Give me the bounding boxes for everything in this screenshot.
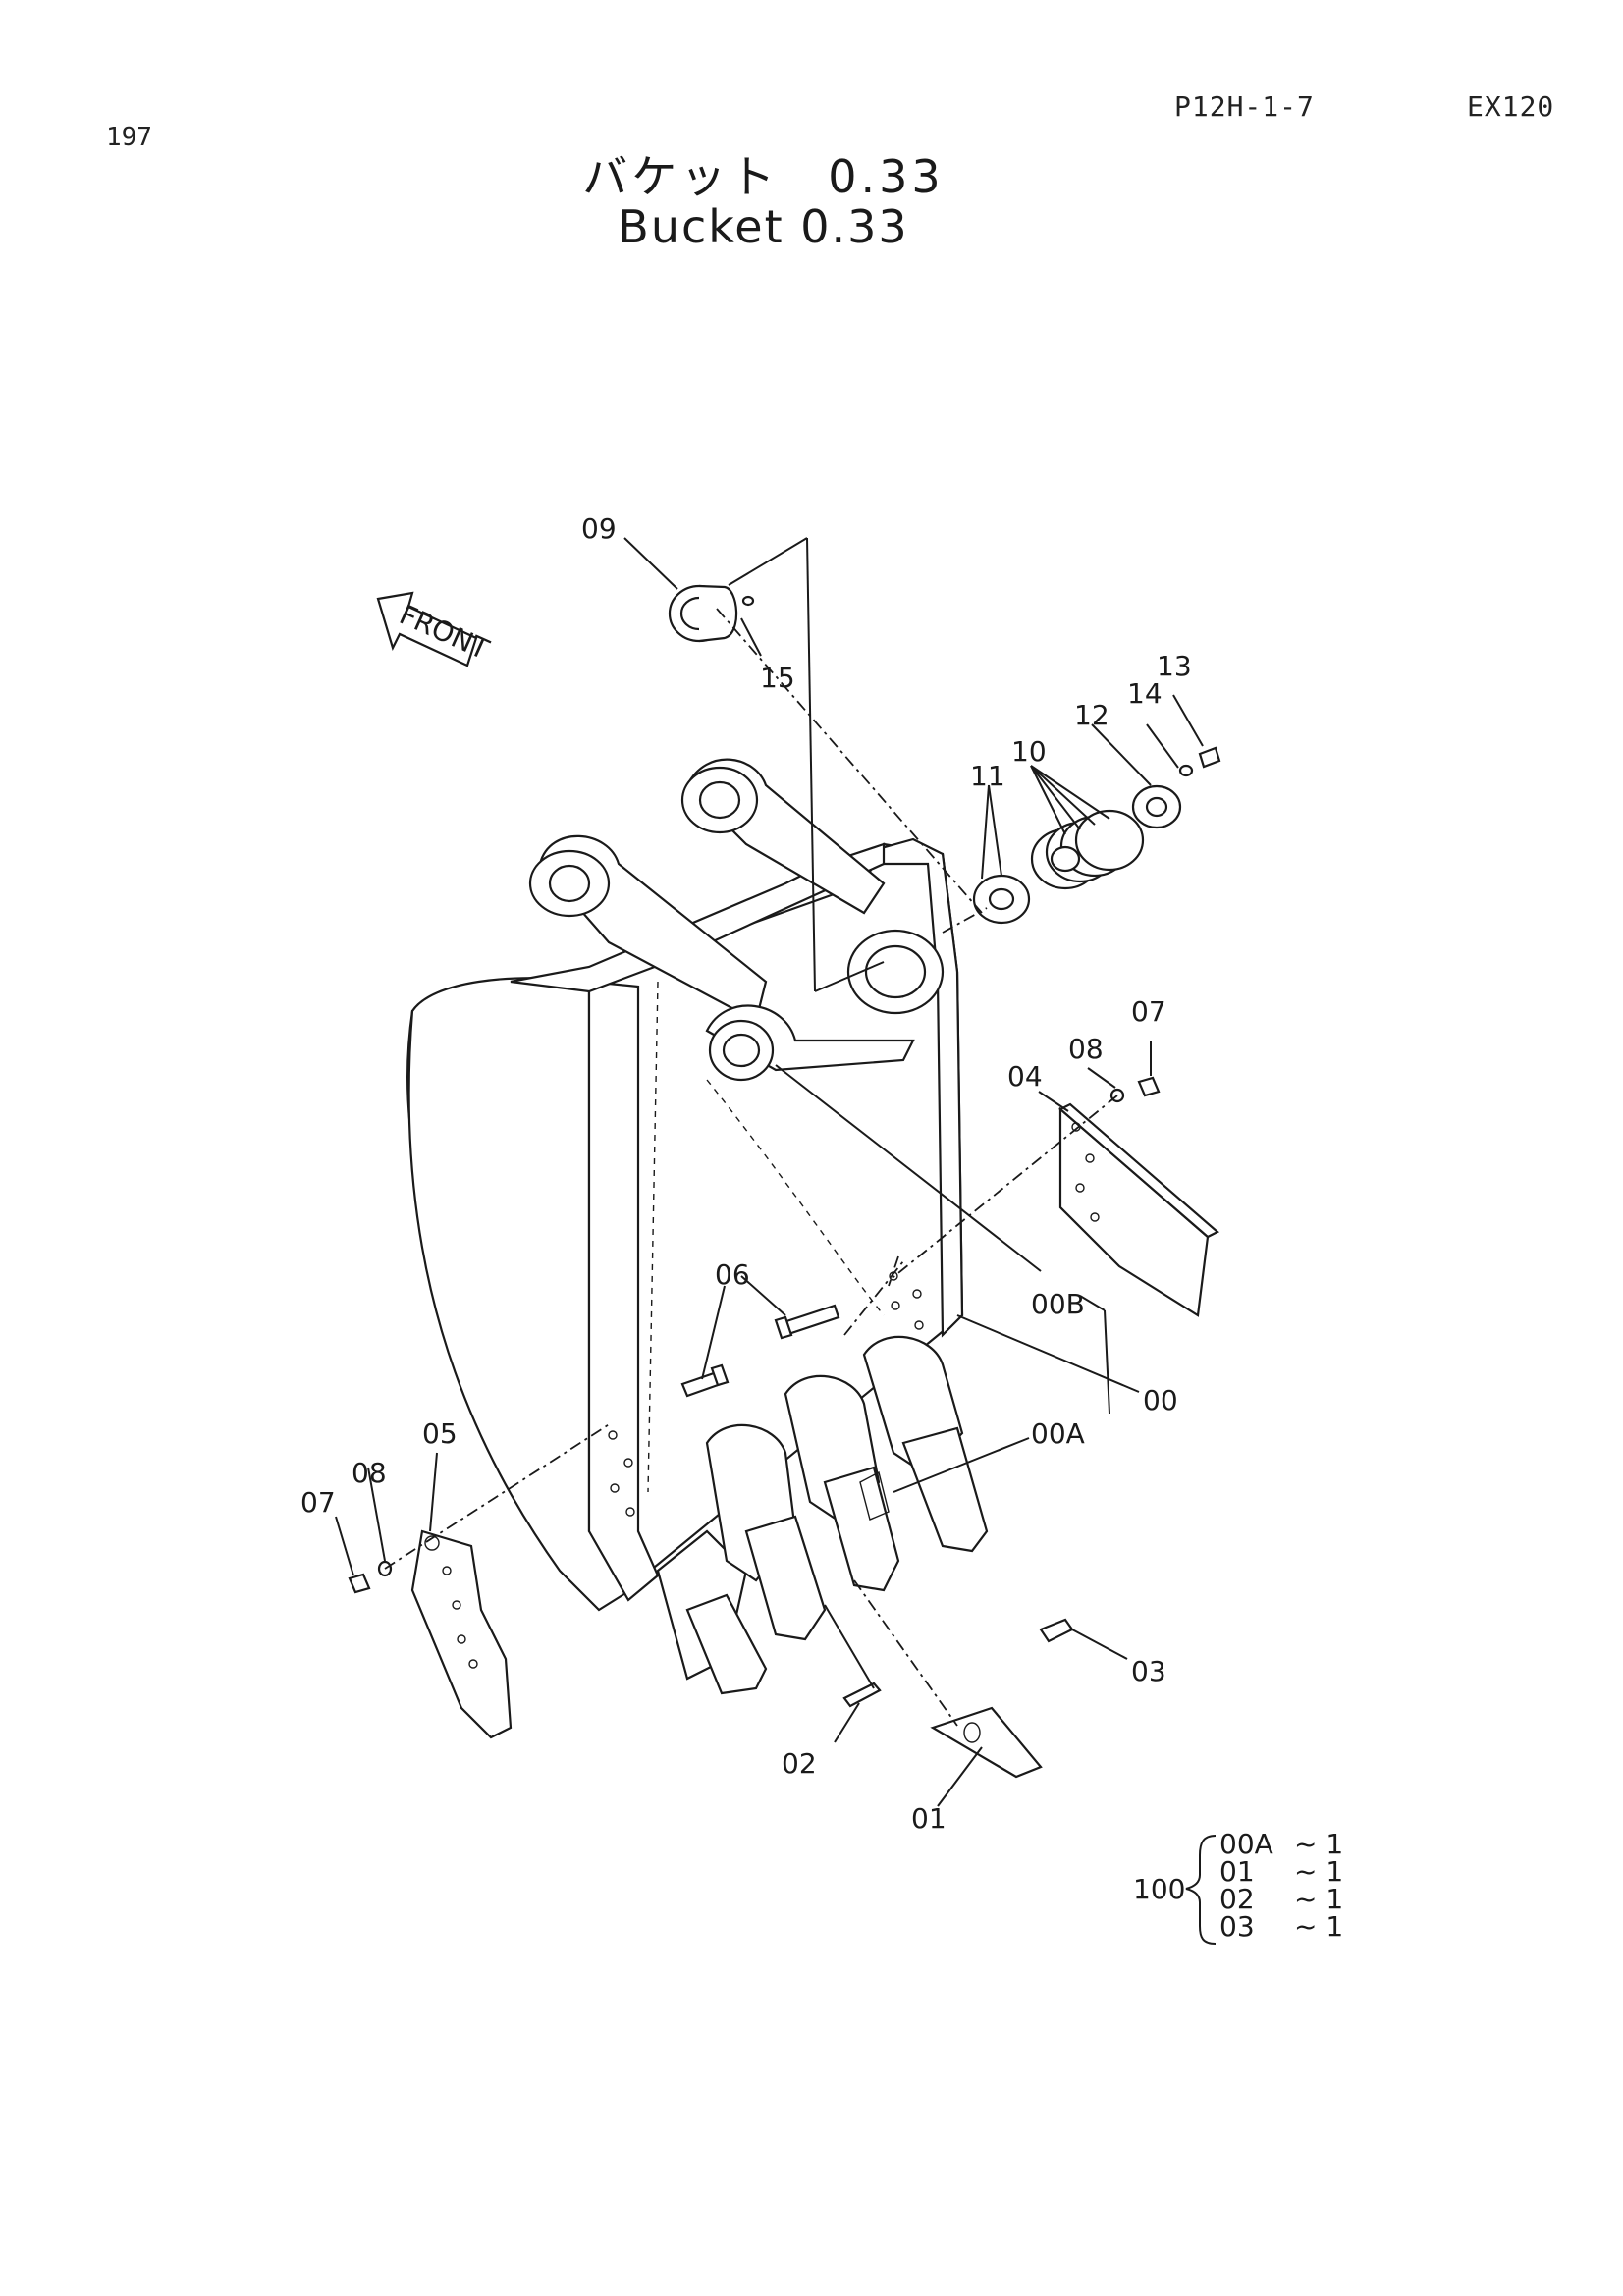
kit-item-qty: ~ 1: [1294, 1828, 1344, 1860]
callout-05: 05: [422, 1417, 458, 1450]
kit-item-qty: ~ 1: [1294, 1883, 1344, 1915]
callout-labels: 09 15 13 14 12 10 11 07 08 04 06 00B 00 …: [300, 512, 1192, 1835]
page-number: 197: [106, 123, 152, 152]
side-cutter-04: [1058, 1102, 1219, 1317]
kit-brace: [1185, 1835, 1217, 1945]
callout-00: 00: [1143, 1384, 1178, 1416]
leader-lines: [335, 537, 1204, 1807]
front-arrow-icon: FRONT: [376, 591, 495, 667]
callout-08-left: 08: [352, 1457, 387, 1489]
kit-item-qty: ~ 1: [1294, 1910, 1344, 1943]
callout-03: 03: [1131, 1655, 1166, 1687]
callout-00B: 00B: [1031, 1288, 1085, 1320]
document-code: P12H-1-7: [1174, 90, 1315, 123]
callout-07-right: 07: [1131, 995, 1166, 1028]
callout-01: 01: [911, 1802, 947, 1835]
kit-item-part: 02: [1219, 1883, 1255, 1915]
callout-07-left: 07: [300, 1486, 336, 1519]
callout-13: 13: [1157, 650, 1192, 682]
callout-14: 14: [1127, 677, 1163, 710]
machine-model: EX120: [1467, 90, 1555, 123]
callout-12: 12: [1074, 699, 1109, 731]
callout-15: 15: [760, 662, 795, 694]
callout-04: 04: [1007, 1060, 1043, 1093]
callout-06: 06: [715, 1258, 750, 1291]
hardware-parts: [348, 584, 1221, 1779]
callout-02: 02: [782, 1747, 817, 1780]
side-cutter-05: [410, 1529, 513, 1739]
callout-11: 11: [970, 760, 1005, 792]
kit-item-part: 00A: [1219, 1828, 1273, 1860]
teeth-row: [656, 1335, 989, 1695]
callout-10: 10: [1011, 735, 1047, 768]
kit-item-part: 01: [1219, 1855, 1255, 1888]
title-japanese: バケット 0.33: [582, 150, 945, 203]
callout-08-right: 08: [1068, 1033, 1104, 1065]
title-english: Bucket 0.33: [618, 200, 909, 253]
callout-09: 09: [581, 512, 617, 545]
callout-00A: 00A: [1031, 1417, 1085, 1450]
kit-number: 100: [1133, 1873, 1186, 1905]
assembly-lines: [384, 608, 1118, 1727]
kit-item-qty: ~ 1: [1294, 1855, 1344, 1888]
kit-item-part: 03: [1219, 1910, 1255, 1943]
